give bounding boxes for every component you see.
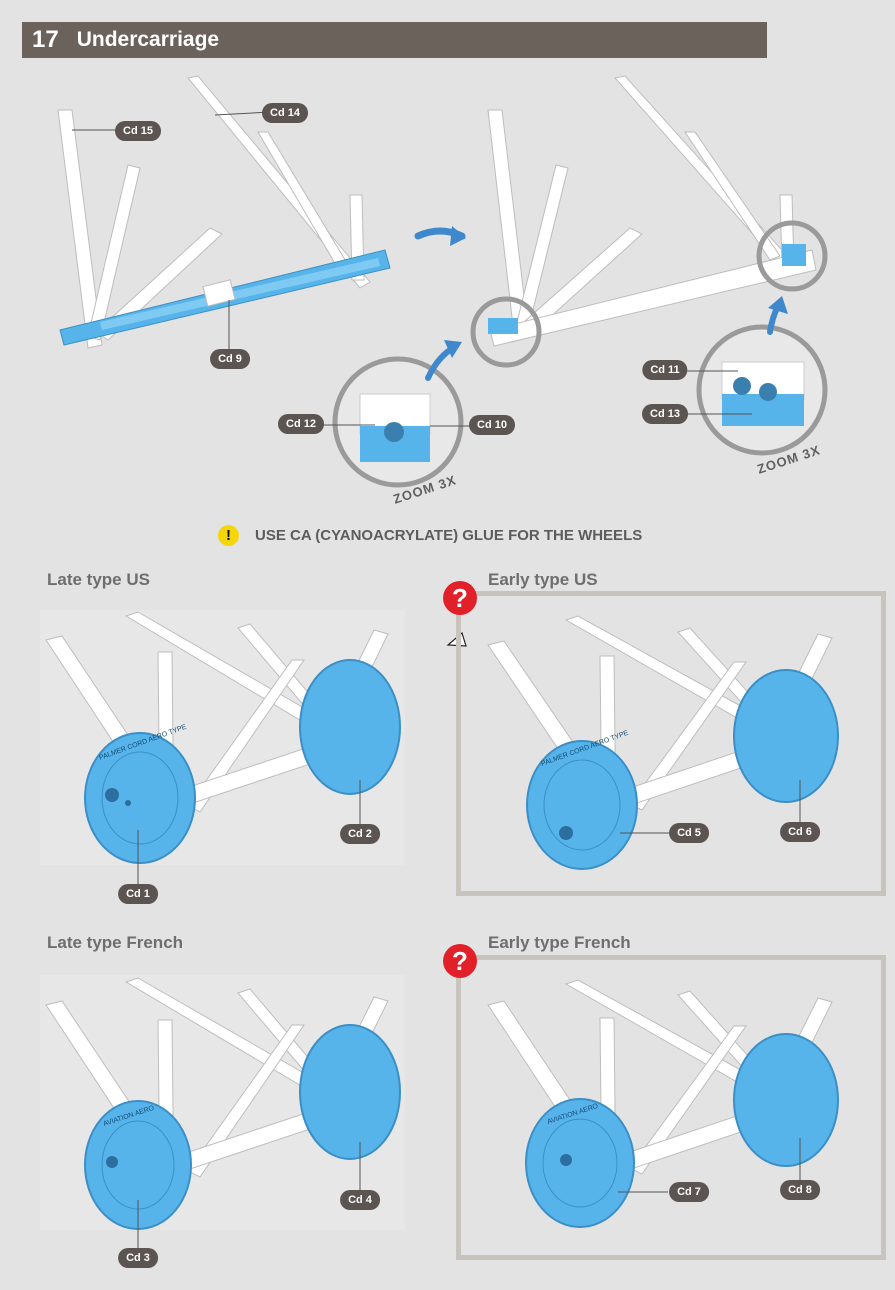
callout-cd12: Cd 12 bbox=[278, 414, 324, 434]
callout-cd4: Cd 4 bbox=[340, 1190, 380, 1210]
callout-cd7: Cd 7 bbox=[669, 1182, 709, 1202]
zoomed-part-right bbox=[721, 361, 805, 426]
assembly-after bbox=[470, 75, 828, 368]
question-icon: ? bbox=[443, 944, 477, 978]
callout-cd14: Cd 14 bbox=[262, 103, 308, 123]
callout-cd15: Cd 15 bbox=[115, 121, 161, 141]
callout-cd9: Cd 9 bbox=[210, 349, 250, 369]
question-icon: ? bbox=[443, 581, 477, 615]
glue-note: ! USE CA (CYANOACRYLATE) GLUE FOR THE WH… bbox=[218, 525, 642, 546]
section-title-early-french: Early type French bbox=[488, 933, 631, 952]
zoomed-part-left bbox=[359, 393, 431, 462]
early-french-frame bbox=[456, 955, 886, 1260]
callout-cd8: Cd 8 bbox=[780, 1180, 820, 1200]
section-title-late-us: Late type US bbox=[47, 570, 150, 589]
step-title: Undercarriage bbox=[76, 28, 220, 51]
callout-cd13: Cd 13 bbox=[642, 404, 688, 424]
callout-cd5: Cd 5 bbox=[669, 823, 709, 843]
step-number: 17 bbox=[32, 26, 59, 53]
section-title-late-french: Late type French bbox=[47, 933, 184, 952]
wheel-assembly-late-french bbox=[40, 975, 405, 1230]
section-title-early-us: Early type US bbox=[488, 570, 598, 589]
step-header: 17 Undercarriage bbox=[22, 22, 767, 58]
callout-cd10: Cd 10 bbox=[469, 415, 515, 435]
callout-cd1: Cd 1 bbox=[118, 884, 158, 904]
callout-cd6: Cd 6 bbox=[780, 822, 820, 842]
assembly-before bbox=[57, 75, 391, 349]
wheel-assembly-early-us bbox=[487, 615, 839, 870]
early-us-frame bbox=[456, 591, 886, 896]
wheel-assembly-early-french bbox=[487, 979, 839, 1228]
callout-cd3: Cd 3 bbox=[118, 1248, 158, 1268]
callout-cd2: Cd 2 bbox=[340, 824, 380, 844]
wheel-assembly-late-us bbox=[40, 610, 405, 865]
exclamation-icon: ! bbox=[218, 525, 239, 546]
glue-note-text: USE CA (CYANOACRYLATE) GLUE FOR THE WHEE… bbox=[255, 527, 643, 544]
callout-cd11: Cd 11 bbox=[642, 360, 688, 380]
